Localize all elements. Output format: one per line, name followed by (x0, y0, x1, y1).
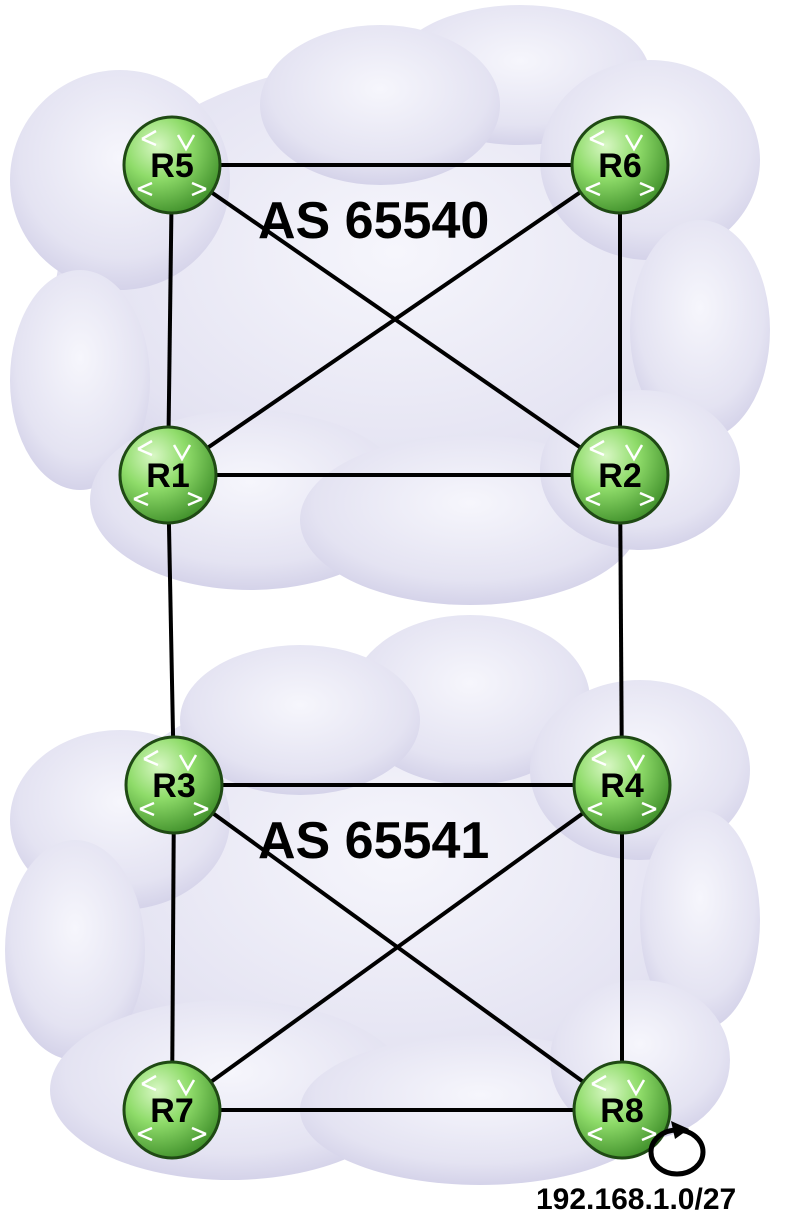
router-label-r8: R8 (600, 1092, 643, 1130)
link-r6-r1 (166, 163, 622, 477)
router-arrows-icon (133, 439, 203, 507)
network-label: 192.168.1.0/27 (536, 1183, 736, 1216)
router-label-r7: R7 (150, 1092, 193, 1130)
router-label-r4: R4 (600, 767, 644, 805)
router-arrows-icon (587, 1074, 657, 1142)
link-r5-r1 (166, 164, 174, 476)
as-65540-label: AS 65540 (258, 192, 489, 250)
router-label-r3: R3 (152, 767, 195, 805)
as-65541-label: AS 65541 (258, 812, 489, 870)
router-arrows-icon (139, 749, 209, 817)
link-r3-r7 (170, 784, 176, 1111)
as-65540-cloud (10, 5, 770, 605)
router-label-r5: R5 (150, 147, 193, 185)
router-r8[interactable]: R8 (572, 1060, 672, 1160)
network-arrow-icon (671, 1121, 689, 1139)
router-r4[interactable]: R4 (572, 735, 672, 835)
router-r5[interactable]: R5 (122, 115, 222, 215)
router-arrows-icon (137, 129, 207, 197)
links-group (166, 163, 624, 1112)
router-r2[interactable]: R2 (570, 425, 670, 525)
router-label-r1: R1 (146, 457, 189, 495)
router-r7[interactable]: R7 (122, 1060, 222, 1160)
router-arrows-icon (585, 439, 655, 507)
link-r4-r7 (170, 783, 624, 1112)
router-label-r6: R6 (598, 147, 641, 185)
link-r2-r4 (618, 474, 624, 786)
router-r3[interactable]: R3 (124, 735, 224, 835)
network-192-168-1-0-27: 192.168.1.0/27 (536, 1121, 736, 1216)
router-r6[interactable]: R6 (570, 115, 670, 215)
router-arrows-icon (137, 1074, 207, 1142)
router-r1[interactable]: R1 (118, 425, 218, 525)
router-arrows-icon (587, 749, 657, 817)
link-r1-r3 (166, 474, 176, 786)
router-arrows-icon (585, 129, 655, 197)
router-label-r2: R2 (598, 457, 641, 495)
